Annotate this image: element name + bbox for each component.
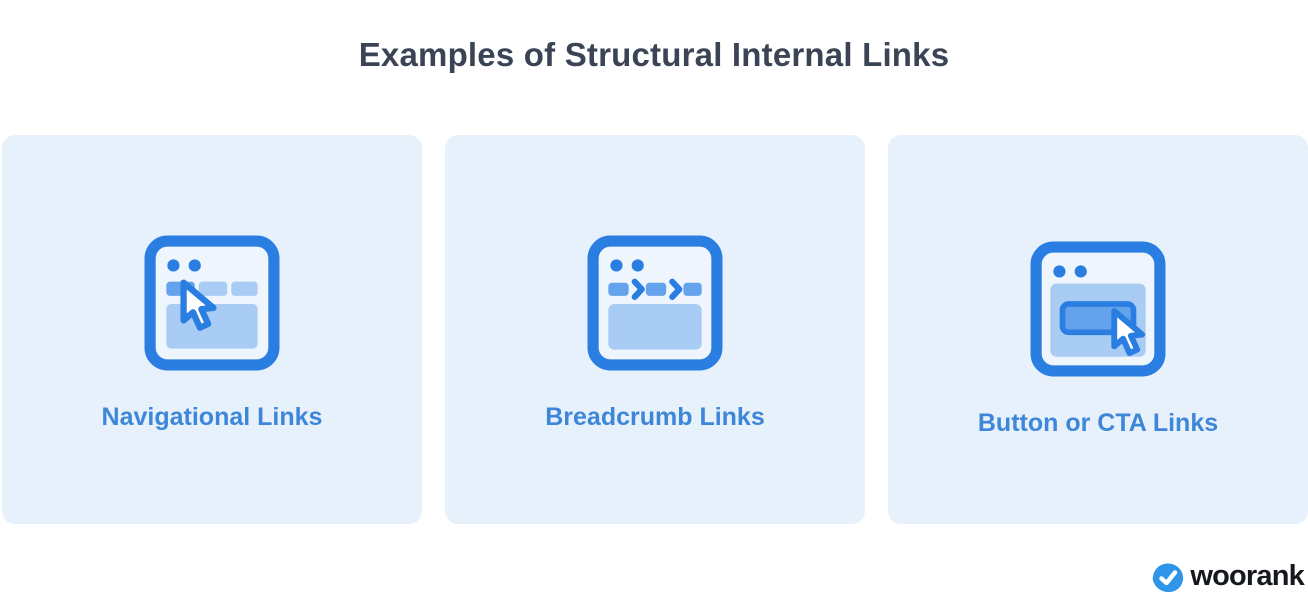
woorank-checkmark-badge-icon [1153, 562, 1184, 592]
brand-footer: woorank [1152, 560, 1305, 593]
browser-window-breadcrumb-icon [587, 235, 723, 371]
browser-window-nav-cursor-icon [144, 235, 280, 371]
card-label-button-cta-links: Button or CTA Links [977, 409, 1219, 437]
page-title: Examples of Structural Internal Links [358, 36, 950, 73]
brand-name: woorank [1190, 560, 1304, 592]
card-button-cta-links: Button or CTA Links [888, 135, 1308, 524]
card-breadcrumb-links: Breadcrumb Links [445, 135, 865, 524]
cards-row: Navigational Links Breadcrumb Links [2, 135, 1308, 524]
card-label-navigational-links: Navigational Links [101, 403, 323, 431]
card-navigational-links: Navigational Links [2, 135, 422, 524]
card-label-breadcrumb-links: Breadcrumb Links [545, 403, 765, 431]
browser-window-cta-button-cursor-icon [1030, 241, 1166, 377]
